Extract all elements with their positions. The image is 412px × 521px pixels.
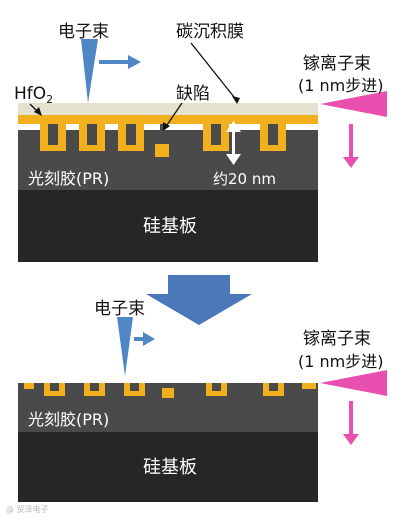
bottom-ion-beam-label-line1: 镓离子束 — [303, 329, 371, 349]
bottom-ion-beam-label-line2: (1 nm步进) — [298, 352, 383, 371]
bottom-substrate-label: 硅基板 — [143, 457, 197, 478]
defect-label: 缺陷 — [176, 84, 210, 104]
bottom-ion-beam-icon — [320, 370, 387, 396]
bottom-photoresist-label: 光刻胶(PR) — [28, 410, 109, 429]
bottom-ion-direction-arrow — [343, 401, 359, 445]
defect-gap — [160, 124, 164, 132]
top-ion-beam-label-line2: (1 nm步进) — [298, 76, 383, 95]
top-substrate — [18, 190, 318, 262]
bottom-electron-direction-arrow — [134, 332, 155, 346]
bottom-substrate — [18, 432, 318, 502]
top-ion-beam-label-line1: 镓离子束 — [303, 54, 371, 74]
defect-leader-tip — [163, 122, 170, 131]
carbon-film-leader-line — [190, 42, 239, 103]
top-electron-direction-arrow — [99, 55, 141, 69]
thickness-arrow — [226, 121, 241, 165]
top-substrate-label: 硅基板 — [143, 216, 197, 237]
top-electron-beam-label: 电子束 — [58, 22, 109, 42]
bottom-panel: 电子束 镓离子束 (1 nm步进) 光刻胶(PR) 硅基板 — [18, 299, 387, 502]
bottom-electron-beam-icon — [117, 317, 133, 376]
top-panel: 电子束 碳沉积膜 HfO2 缺陷 镓离子束 (1 nm步进) 约20 nm 光刻… — [14, 22, 387, 262]
top-ion-direction-arrow — [343, 124, 359, 168]
defect-leader-line — [164, 102, 183, 129]
top-photoresist-label: 光刻胶(PR) — [28, 169, 109, 188]
top-ion-beam-icon — [320, 91, 387, 117]
hfo2-label: HfO2 — [14, 84, 53, 106]
top-trench-interiors — [48, 124, 278, 145]
carbon-film-leader-tip — [232, 96, 240, 104]
top-electron-beam-icon — [81, 39, 98, 103]
top-hfo2-layer — [18, 115, 318, 157]
process-down-arrow — [146, 275, 252, 325]
bottom-hfo2-pattern — [24, 383, 316, 398]
carbon-film-label: 碳沉积膜 — [176, 22, 244, 42]
bottom-electron-beam-label: 电子束 — [94, 299, 145, 319]
watermark: @ 贸泽电子 — [6, 504, 49, 514]
hfo2-leader-tip — [34, 107, 42, 116]
thickness-label: 约20 nm — [213, 170, 276, 188]
